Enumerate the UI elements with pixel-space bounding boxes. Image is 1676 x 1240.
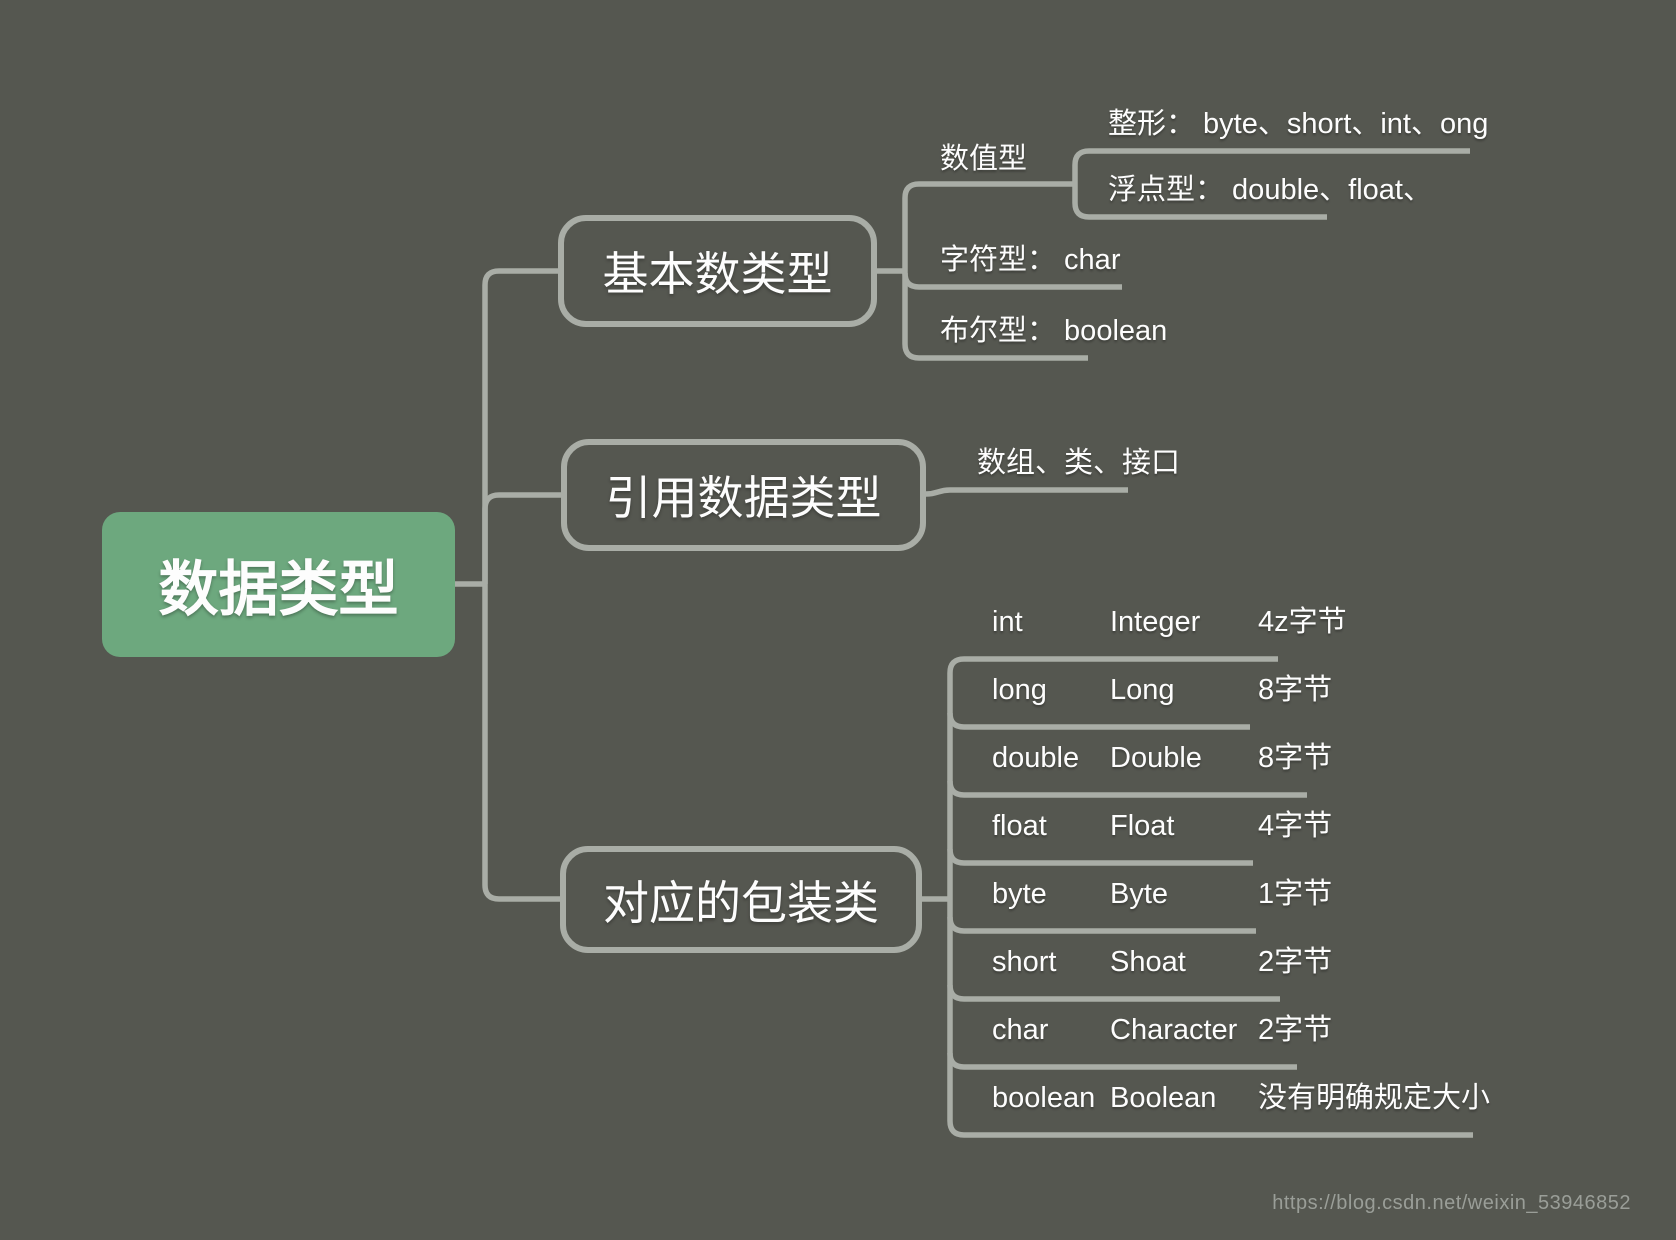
branch-node-wrapper-classes[interactable]: 对应的包装类 <box>560 846 922 953</box>
branch-node-basic-types[interactable]: 基本数类型 <box>558 215 877 327</box>
branch-reference-types-label: 引用数据类型 <box>605 472 882 524</box>
primitive-type: char <box>992 1014 1049 1046</box>
primitive-type: int <box>992 606 1023 638</box>
wrapper-row[interactable]: long Long 8字节 <box>950 673 1570 713</box>
wrapper-row[interactable]: short Shoat 2字节 <box>950 945 1570 985</box>
primitive-type: byte <box>992 878 1047 910</box>
primitive-type: double <box>992 742 1080 774</box>
wrapper-row[interactable]: float Float 4字节 <box>950 809 1570 849</box>
leaf-boolean-type[interactable]: 布尔型： boolean <box>940 315 1168 347</box>
wrapper-class: Long <box>1110 674 1175 706</box>
branch1-bracket-line <box>902 181 920 361</box>
wrapper-class: Integer <box>1110 606 1201 638</box>
wrapper-class: Double <box>1110 742 1202 774</box>
leaf-char-type[interactable]: 字符型： char <box>940 244 1121 276</box>
wrapper-row[interactable]: double Double 8字节 <box>950 741 1570 781</box>
row-underline-boolean <box>947 1120 1473 1138</box>
char-underline <box>902 272 1122 290</box>
root-label: 数据类型 <box>158 556 399 623</box>
wrapper-row[interactable]: byte Byte 1字节 <box>950 877 1570 917</box>
byte-size: 8字节 <box>1258 742 1333 774</box>
watermark-url: https://blog.csdn.net/weixin_53946852 <box>1272 1192 1631 1214</box>
root-node[interactable]: 数据类型 <box>102 512 455 657</box>
row-underline-double <box>947 780 1307 798</box>
wrapper-class: Shoat <box>1110 946 1186 978</box>
spine-down-line <box>482 584 560 902</box>
wrapper-class: Boolean <box>1110 1082 1217 1114</box>
primitive-type: long <box>992 674 1047 706</box>
numeric-sub-bracket-line <box>1072 148 1090 220</box>
primitive-type: boolean <box>992 1082 1096 1114</box>
branch-wrapper-classes-label: 对应的包装类 <box>603 876 879 929</box>
byte-size: 1字节 <box>1258 878 1333 910</box>
wrapper-class: Float <box>1110 810 1175 842</box>
byte-size: 2字节 <box>1258 1014 1333 1046</box>
branch-basic-types-label: 基本数类型 <box>602 248 833 300</box>
row-underline-char <box>947 1052 1297 1070</box>
leaf-array-class-interface[interactable]: 数组、类、接口 <box>977 447 1181 479</box>
row-underline-byte <box>947 916 1256 934</box>
branch-node-reference-types[interactable]: 引用数据类型 <box>561 439 926 551</box>
byte-size: 2字节 <box>1258 946 1333 978</box>
row-underline-float <box>947 848 1253 866</box>
wrapper-row[interactable]: char Character 2字节 <box>950 1013 1570 1053</box>
primitive-type: float <box>992 810 1047 842</box>
byte-size: 没有明确规定大小 <box>1258 1082 1491 1114</box>
row-underline-int <box>947 656 1278 674</box>
wrapper-class: Byte <box>1110 878 1169 910</box>
byte-size: 8字节 <box>1258 674 1333 706</box>
primitive-type: short <box>992 946 1057 978</box>
wrapper-row[interactable]: boolean Boolean 没有明确规定大小 <box>950 1081 1570 1121</box>
row-underline-short <box>947 984 1280 1002</box>
leaf-numeric-type[interactable]: 数值型 <box>940 143 1028 175</box>
row-underline-long <box>947 712 1250 730</box>
leaf-float-types[interactable]: 浮点型： double、float、 <box>1108 174 1432 206</box>
wrapper-class: Character <box>1110 1014 1238 1046</box>
wrapper-row[interactable]: int Integer 4z字节 <box>950 605 1570 645</box>
reference-child-underline <box>925 487 1128 497</box>
byte-size: 4字节 <box>1258 810 1333 842</box>
spine-up-line <box>482 268 558 584</box>
leaf-integer-types[interactable]: 整形： byte、short、int、ong <box>1108 108 1489 140</box>
spine-mid-line <box>482 492 561 584</box>
byte-size: 4z字节 <box>1258 606 1347 638</box>
